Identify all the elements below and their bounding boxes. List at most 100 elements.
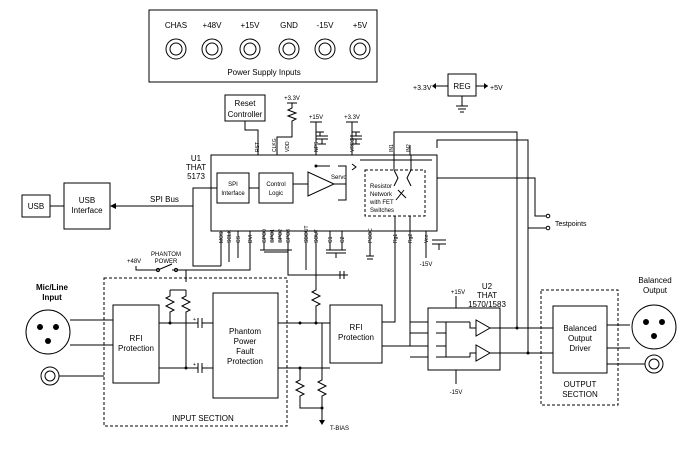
u1-pin-sdout: SDOUT [304, 226, 310, 244]
u2-vminus: -15V [450, 390, 463, 396]
u1-ctrl-line2: Logic [269, 191, 283, 197]
regulator-out-label: +3.3V [413, 85, 432, 92]
usb-interface-line2: Interface [71, 206, 103, 215]
u1-spi-block [216, 172, 250, 204]
u1-pin-pgoc: PGOC [368, 228, 374, 243]
input-section-label: INPUT SECTION [172, 414, 234, 423]
fault-protection-box [212, 292, 279, 399]
u1-pin-clkg: CLKG [272, 138, 278, 152]
output-section: Balanced Output Driver OUTPUT SECTION Ba… [540, 276, 677, 406]
rfi-protection-2: RFI Protection [329, 250, 411, 364]
output-jack-line2: Output [643, 286, 668, 295]
u1-servo-label: Servo [331, 175, 347, 181]
output-driver-line3: Driver [569, 344, 591, 353]
terminal-label-gnd: GND [280, 21, 298, 30]
terminal-label-chas: CHAS [165, 21, 187, 30]
regulator: REG +3.3V +5V [413, 73, 503, 113]
input-rfi-box [112, 304, 160, 384]
output-section-line2: SECTION [562, 390, 598, 399]
u1-pin-in2: IN2 [406, 144, 412, 152]
tbias-label: T-BIAS [330, 426, 349, 432]
u1-res-line3: with FET [369, 200, 394, 206]
u1-rail-15v: +15V [309, 115, 323, 121]
xlr-input-jack [25, 309, 71, 355]
u1-res-line4: Switches [370, 208, 394, 214]
reset-controller-box [224, 94, 266, 122]
u1-pin-mosi: MOSI [219, 230, 225, 243]
testpoints-label: Testpoints [555, 221, 587, 228]
u1-pin-gpo1: GPO1 [270, 229, 276, 243]
u1-ctrl-line1: Control [266, 182, 285, 188]
input-rfi-line2: Protection [118, 344, 154, 353]
u1-pin-vee: Vee [424, 234, 430, 243]
phantom-label-line2: POWER [155, 259, 178, 265]
reset-controller: Reset Controller [224, 94, 266, 155]
u1-res-line2: Network [370, 192, 393, 198]
output-chassis-jack [644, 354, 664, 374]
fault-line2: Power [234, 337, 257, 346]
u2-body [427, 307, 501, 371]
u1-pin-dvi: DVI [248, 235, 254, 243]
usb-plug-label: USB [28, 202, 44, 211]
input-chassis-jack [40, 366, 104, 386]
usb-section: USB USB Interface SPI Bus [21, 182, 239, 267]
terminal-label-48v: +48V [203, 21, 223, 30]
u1-pin-rst: RST [255, 142, 261, 152]
terminal-label-15v: +15V [241, 21, 261, 30]
u2-maker: THAT [477, 291, 497, 300]
input-rfi-line1: RFI [130, 334, 143, 343]
input-cap-plus-b: + [193, 362, 196, 368]
rfi2-box [329, 304, 383, 364]
output-driver-line1: Balanced [563, 324, 596, 333]
u1-spi-line2: Interface [221, 191, 245, 197]
u1-pin-c1: C1 [328, 236, 334, 243]
fault-line4: Protection [227, 357, 263, 366]
u1-res-line1: Resistor [370, 184, 392, 190]
u1-pin-in1: IN1 [389, 144, 395, 152]
phantom-supply-label: +48V [127, 259, 141, 265]
xlr-output-jack [631, 304, 677, 350]
power-panel-caption: Power Supply Inputs [227, 68, 300, 77]
reset-controller-line1: Reset [235, 99, 257, 108]
u1-pin-vreg: VREG [350, 138, 356, 152]
input-section-frame [103, 277, 288, 427]
output-jack-line1: Balanced [638, 276, 671, 285]
u1-that5173: U1 THAT 5173 +3.3V +15V +3.3V RST CLKG V… [186, 96, 446, 268]
u1-part: 5173 [187, 172, 205, 181]
output-driver-box [552, 305, 608, 374]
u1-pin-sout: SOUT [314, 229, 320, 243]
input-jack-line1: Mic/Line [36, 283, 69, 292]
spi-bus-label: SPI Bus [150, 195, 179, 204]
output-section-frame [540, 289, 619, 406]
u1-control-logic-block [258, 172, 294, 204]
reset-controller-line2: Controller [228, 110, 263, 119]
u1-pin-sclk: SCLK [227, 229, 233, 243]
rfi2-line1: RFI [350, 323, 363, 332]
u1-pin-rg2: Rg2 [408, 234, 414, 243]
usb-interface-line1: USB [79, 196, 95, 205]
phantom-power: +48V PHANTOM POWER [127, 242, 251, 282]
power-panel-frame [148, 9, 378, 83]
u1-rail-3v3-a: +3.3V [284, 96, 300, 102]
u1-spi-line1: SPI [228, 182, 238, 188]
fault-line3: Fault [236, 347, 255, 356]
u1-ref: U1 [191, 154, 202, 163]
u2-part: 1570/1583 [468, 300, 506, 309]
u1-pin-gpo0: GPO0 [262, 229, 268, 243]
u2-ref: U2 [482, 282, 493, 291]
testpoints: Testpoints [393, 131, 587, 353]
power-supply-panel: CHAS +48V +15V GND -15V +5V Power Supply… [148, 9, 378, 83]
u1-pin-c2: C2 [340, 236, 346, 243]
fault-line1: Phantom [229, 327, 261, 336]
u1-pin-nps: NPS [314, 141, 320, 152]
terminal-posts [165, 38, 371, 60]
rfi2-line2: Protection [338, 333, 374, 342]
u1-vee-rail: -15V [420, 262, 433, 268]
usb-interface-box [63, 182, 111, 230]
u1-pin-gpo3: GPO3 [286, 229, 292, 243]
terminal-label-neg15v: -15V [317, 21, 335, 30]
bias-network: T-BIAS [278, 242, 349, 432]
u1-pin-vdd: VDD [285, 141, 291, 152]
regulator-in-label: +5V [490, 85, 503, 92]
u1-rail-3v3-b: +3.3V [344, 115, 360, 121]
